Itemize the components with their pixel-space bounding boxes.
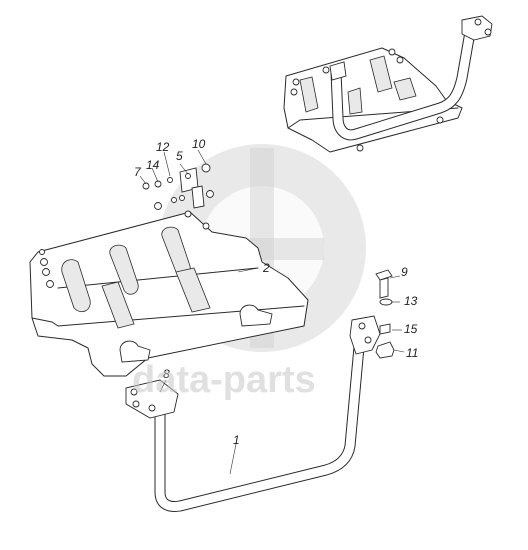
fastener-parts bbox=[375, 269, 395, 359]
callout-12: 12 bbox=[156, 140, 170, 154]
callout-11: 11 bbox=[406, 346, 418, 360]
callout-14: 14 bbox=[146, 158, 160, 172]
callout-5: 5 bbox=[176, 149, 183, 163]
skid-plate bbox=[29, 210, 309, 377]
leader-lines bbox=[139, 149, 405, 475]
callout-7: 7 bbox=[134, 165, 142, 179]
callout-10: 10 bbox=[192, 137, 206, 151]
callout-1: 1 bbox=[233, 433, 240, 447]
bracket-parts bbox=[142, 163, 214, 210]
assembled-view bbox=[283, 15, 493, 153]
watermark-text: data-parts bbox=[132, 359, 316, 401]
callout-2: 2 bbox=[262, 261, 270, 275]
guard-tube bbox=[125, 315, 381, 512]
callout-9: 9 bbox=[401, 265, 408, 279]
callout-8: 8 bbox=[163, 367, 170, 381]
callout-13: 13 bbox=[404, 294, 418, 308]
callout-15: 15 bbox=[404, 322, 418, 336]
bolt-icon bbox=[39, 210, 210, 288]
clamp-icon bbox=[119, 304, 273, 363]
bolt-icon bbox=[290, 48, 444, 152]
